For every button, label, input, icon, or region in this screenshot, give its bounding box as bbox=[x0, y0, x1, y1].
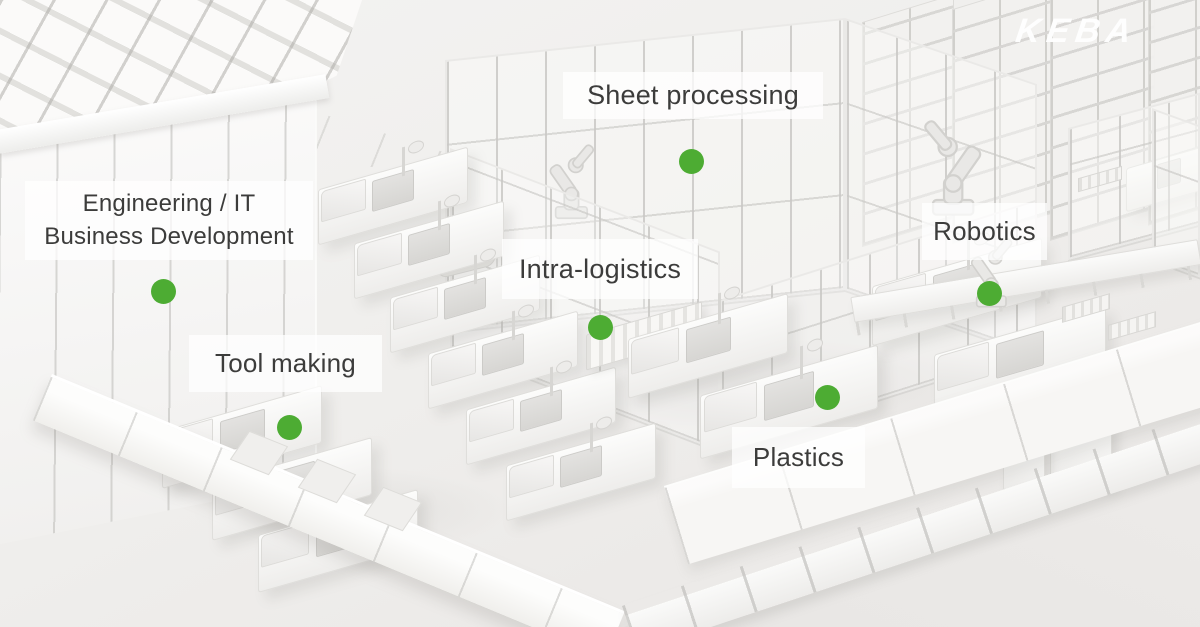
marker-dot-plastics[interactable] bbox=[815, 385, 840, 410]
area-label-tool-making[interactable]: Tool making bbox=[189, 335, 382, 392]
area-label-robotics[interactable]: Robotics bbox=[922, 203, 1047, 260]
marker-dot-intra-logistics[interactable] bbox=[588, 315, 613, 340]
marker-dot-sheet-processing[interactable] bbox=[679, 149, 704, 174]
area-label-text: Intra-logistics bbox=[518, 253, 682, 284]
area-label-engineering-it[interactable]: Engineering / IT Business Development bbox=[25, 181, 313, 260]
marker-dot-robotics[interactable] bbox=[977, 281, 1002, 306]
area-label-text: Business Development bbox=[44, 222, 294, 250]
machine bbox=[628, 284, 788, 399]
machine bbox=[700, 336, 878, 460]
area-label-sheet-processing[interactable]: Sheet processing bbox=[563, 72, 823, 119]
pallet bbox=[1108, 311, 1156, 341]
area-label-plastics[interactable]: Plastics bbox=[732, 427, 865, 488]
machine bbox=[466, 358, 616, 466]
area-label-text: Tool making bbox=[215, 348, 356, 378]
machine bbox=[506, 414, 656, 522]
area-label-text: Sheet processing bbox=[587, 80, 799, 110]
machine bbox=[318, 138, 468, 246]
machine bbox=[428, 302, 578, 410]
keba-logo: KEBA bbox=[1013, 12, 1140, 50]
area-label-intra-logistics[interactable]: Intra-logistics bbox=[502, 239, 698, 299]
machine bbox=[354, 192, 504, 300]
area-label-text: Engineering / IT bbox=[82, 190, 256, 218]
marker-dot-tool-making[interactable] bbox=[277, 415, 302, 440]
area-label-text: Plastics bbox=[752, 442, 845, 472]
area-label-text: Robotics bbox=[933, 216, 1036, 246]
marker-dot-engineering-it[interactable] bbox=[151, 279, 176, 304]
